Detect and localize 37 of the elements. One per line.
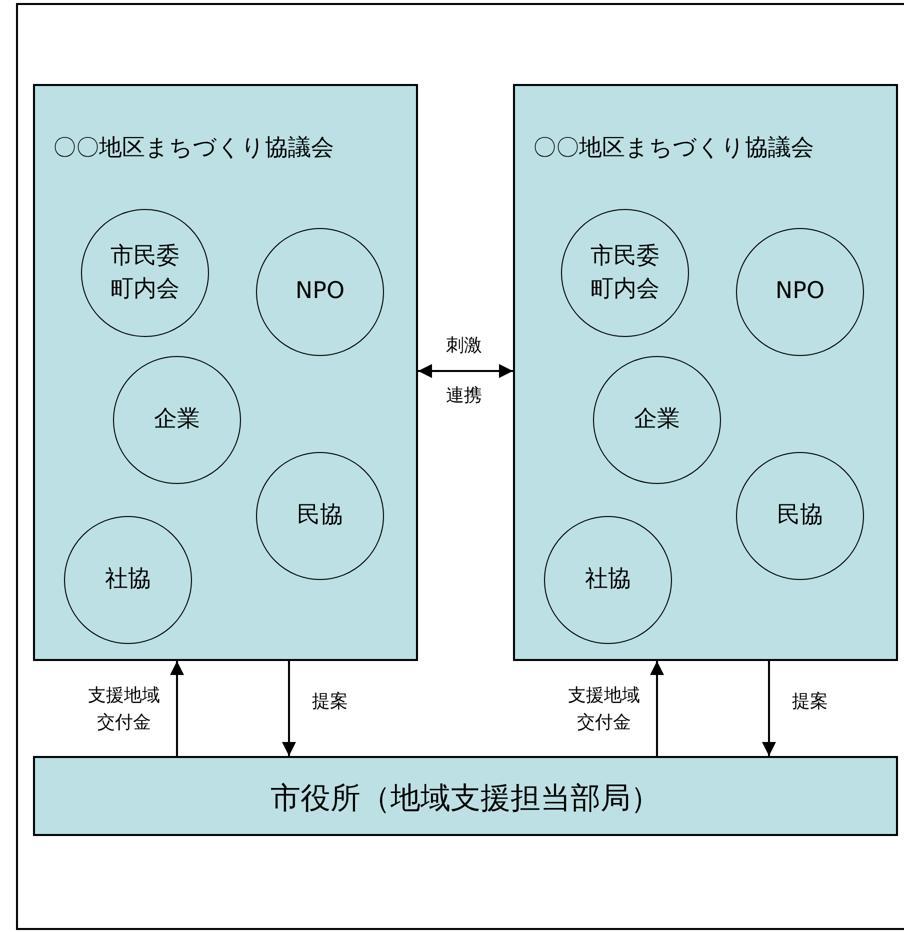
edge-label: 提案 — [791, 690, 829, 714]
member-label: 社協 — [584, 565, 632, 594]
member-circle — [544, 516, 672, 644]
council-title: 〇〇地区まちづくり協議会 — [53, 134, 334, 163]
member-circle — [256, 452, 384, 580]
arrow — [762, 661, 776, 756]
edge-label: 刺激 — [445, 334, 483, 358]
member-label: NPO — [774, 277, 826, 306]
member-circle — [81, 209, 209, 337]
member-label: 市民委町内会 — [589, 242, 660, 304]
member-circle — [736, 452, 864, 580]
council-title: 〇〇地区まちづくり協議会 — [533, 134, 814, 163]
member-label: NPO — [294, 277, 346, 306]
member-circle — [561, 209, 689, 337]
member-label: 民協 — [776, 501, 824, 530]
organization-box — [513, 84, 898, 661]
link-note: 連携 — [445, 384, 483, 408]
member-circle — [64, 516, 192, 644]
member-circle — [113, 356, 241, 484]
edge-label: 支援地域交付金 — [567, 684, 641, 735]
edge-label: 支援地域交付金 — [87, 684, 161, 735]
member-label: 民協 — [296, 501, 344, 530]
member-circle — [593, 356, 721, 484]
city-office-box — [33, 756, 898, 836]
arrow — [282, 661, 296, 756]
member-label: 社協 — [104, 565, 152, 594]
organization-box — [33, 84, 418, 661]
member-label: 市民委町内会 — [109, 242, 180, 304]
member-label: 企業 — [632, 405, 681, 434]
member-circle — [736, 228, 864, 356]
edge-label: 提案 — [311, 690, 349, 714]
member-circle — [256, 228, 384, 356]
office-label: 市役所（地域支援担当部局） — [270, 780, 662, 818]
double-arrow — [418, 364, 513, 378]
member-label: 企業 — [152, 405, 201, 434]
arrow — [170, 661, 184, 756]
arrow — [650, 661, 664, 756]
